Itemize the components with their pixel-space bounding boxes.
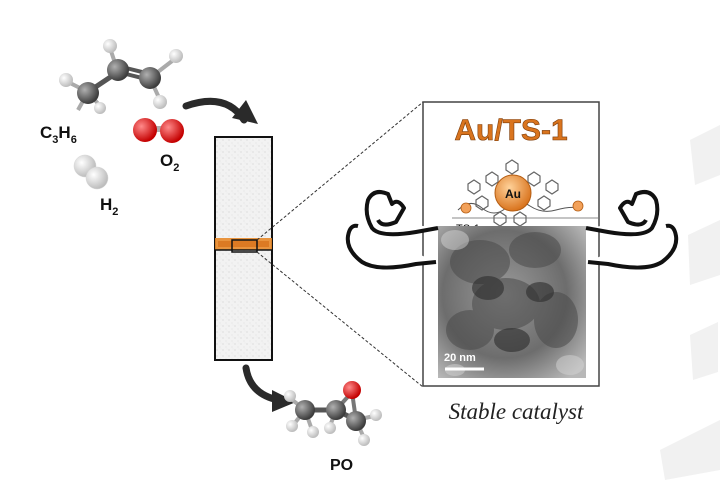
oxygen-formula: O2	[160, 151, 179, 174]
zoom-line-top	[256, 101, 424, 241]
catalyst-title: Au/TS-1	[454, 114, 567, 147]
watermark-shapes	[660, 125, 720, 480]
zoom-selector-box	[231, 239, 258, 253]
flexed-arm-left-icon	[345, 190, 439, 270]
gold-label: Au	[505, 187, 521, 201]
propene-molecule	[59, 39, 183, 114]
tem-micrograph: 20 nm	[438, 226, 586, 378]
scale-bar-label: 20 nm	[444, 352, 476, 364]
arrow-out-head-icon	[272, 390, 296, 412]
flexed-arm-right-icon	[585, 190, 679, 270]
arrow-in-head-icon	[232, 100, 258, 124]
zoom-line-bottom	[256, 251, 424, 388]
oxygen-molecule	[133, 118, 184, 143]
caption: Stable catalyst	[449, 399, 584, 424]
product-label: PO	[330, 457, 353, 474]
reactor-column	[214, 136, 273, 361]
hydrogen-formula: H2	[100, 195, 118, 218]
propylene-oxide-molecule	[284, 381, 382, 446]
hydrogen-molecule	[73, 154, 109, 190]
gold-nanoparticle-schematic: Au	[452, 159, 598, 227]
propene-formula: C3H6	[40, 123, 77, 146]
